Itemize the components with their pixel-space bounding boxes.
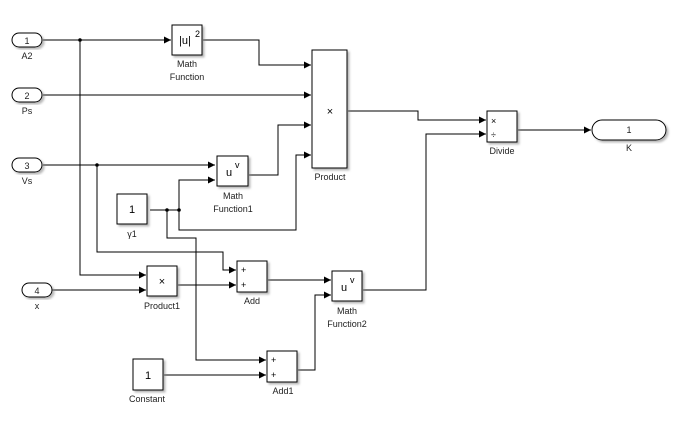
block-symbol: × xyxy=(159,276,165,288)
block-superscript: v xyxy=(235,160,240,170)
junctions xyxy=(78,38,181,212)
inport-label: A2 xyxy=(21,51,32,61)
block-label: γ1 xyxy=(127,229,137,239)
divide-multiply-sign: × xyxy=(491,116,496,126)
block-symbol: u xyxy=(226,167,232,179)
constant-block[interactable]: 1 Constant xyxy=(129,358,166,404)
outport-label: K xyxy=(626,143,632,153)
block-label: Function xyxy=(170,72,205,82)
block-symbol: |u| xyxy=(179,35,191,47)
junction-dot xyxy=(177,208,181,212)
wire-add1-mathfn2 xyxy=(298,291,331,371)
math-function1-block[interactable]: u v Math Function1 xyxy=(213,155,253,214)
block-value: 1 xyxy=(129,204,135,216)
add-sign: + xyxy=(271,355,276,365)
wire-mathfn2-divide xyxy=(363,130,486,291)
add-sign: + xyxy=(241,265,246,275)
block-label: Add1 xyxy=(272,386,293,396)
block-label: Product xyxy=(314,172,346,182)
block-label: Divide xyxy=(489,146,514,156)
block-label: Math xyxy=(337,306,357,316)
inport-1[interactable]: 1 A2 xyxy=(11,32,43,61)
inport-4[interactable]: 4 x xyxy=(21,282,53,311)
wire-mathfn-product xyxy=(203,39,311,69)
add-block[interactable]: + + Add xyxy=(236,260,268,306)
wire-gamma-add1 xyxy=(166,210,266,364)
outport-k[interactable]: 1 K xyxy=(591,119,667,153)
inport-number: 4 xyxy=(34,286,39,296)
junction-dot xyxy=(95,163,99,167)
wire-product-divide xyxy=(348,110,486,124)
wire-gamma-mathfn1 xyxy=(150,176,215,211)
outport-number: 1 xyxy=(626,125,631,135)
wire-vs-add xyxy=(96,165,236,274)
divide-block[interactable]: × ÷ Divide xyxy=(486,110,518,156)
block-label: Add xyxy=(244,296,260,306)
product-block[interactable]: × Product xyxy=(311,49,348,182)
inport-3[interactable]: 3 Vs xyxy=(11,157,43,186)
inport-2[interactable]: 2 Ps xyxy=(11,87,43,116)
block-label: Function1 xyxy=(213,204,253,214)
junction-dot xyxy=(165,208,169,212)
junction-dot xyxy=(78,38,82,42)
inport-number: 2 xyxy=(24,91,29,101)
math-function-block[interactable]: |u| 2 Math Function xyxy=(170,24,205,82)
wire-a2-product1 xyxy=(79,40,146,279)
add-sign: + xyxy=(271,370,276,380)
inport-label: Ps xyxy=(22,106,33,116)
block-label: Constant xyxy=(129,394,166,404)
add-sign: + xyxy=(241,280,246,290)
math-function2-block[interactable]: u v Math Function2 xyxy=(327,270,367,329)
block-label: Math xyxy=(223,191,243,201)
divide-sign: ÷ xyxy=(491,130,496,140)
block-label: Math xyxy=(177,59,197,69)
wire-mathfn1-product xyxy=(249,121,311,176)
block-symbol: u xyxy=(341,282,347,294)
block-symbol: × xyxy=(327,106,333,118)
inport-label: Vs xyxy=(22,176,33,186)
block-label: Function2 xyxy=(327,319,367,329)
inport-number: 3 xyxy=(24,161,29,171)
gamma1-constant-block[interactable]: 1 γ1 xyxy=(116,193,148,239)
block-label: Product1 xyxy=(144,301,180,311)
inport-number: 1 xyxy=(24,36,29,46)
add1-block[interactable]: + + Add1 xyxy=(266,350,298,396)
signal-lines xyxy=(43,36,591,379)
block-superscript: v xyxy=(350,275,355,285)
block-value: 1 xyxy=(145,370,151,382)
product1-block[interactable]: × Product1 xyxy=(144,265,180,311)
block-superscript: 2 xyxy=(195,29,200,39)
wire-gamma-product xyxy=(178,151,311,231)
inport-label: x xyxy=(35,301,40,311)
